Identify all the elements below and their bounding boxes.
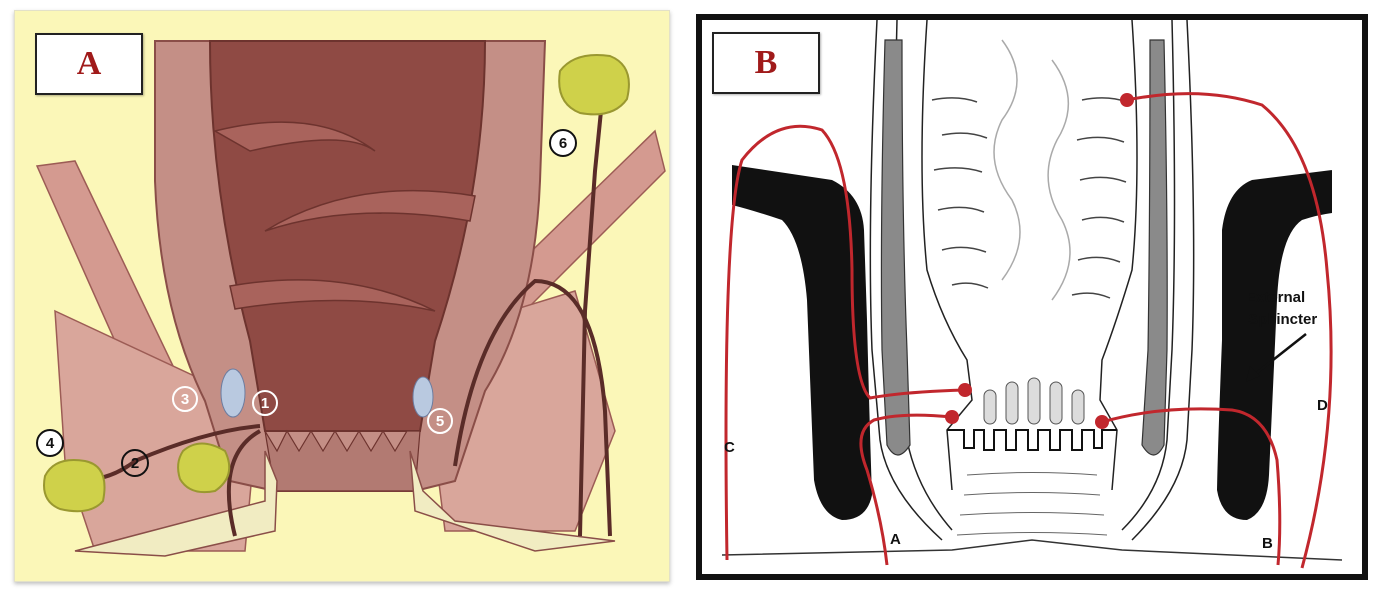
abscess-6 bbox=[558, 54, 630, 116]
anoderm-lines bbox=[956, 472, 1108, 536]
rectal-fold-middle bbox=[264, 189, 476, 232]
svg-text:4: 4 bbox=[46, 435, 55, 452]
marker-2: 2 bbox=[121, 449, 149, 477]
annotation-arrow bbox=[1253, 333, 1307, 376]
external-sphincter-left bbox=[732, 165, 872, 520]
internal-sphincter-right bbox=[1141, 39, 1168, 456]
svg-text:2: 2 bbox=[131, 455, 139, 472]
annotation-line-1: External bbox=[1246, 289, 1305, 306]
svg-text:5: 5 bbox=[436, 413, 444, 430]
anal-columns bbox=[264, 429, 421, 492]
skin-line bbox=[721, 539, 1343, 561]
marker-6: 6 bbox=[549, 129, 577, 157]
tract-label-d: D bbox=[1317, 397, 1328, 414]
panel-a-label: A bbox=[35, 33, 143, 95]
fistula-classification-diagram: A B C D External Sphincter bbox=[721, 20, 1343, 569]
tract-b bbox=[1101, 407, 1282, 566]
marker-1: 1 bbox=[252, 390, 278, 416]
rectal-fold-upper bbox=[213, 121, 376, 152]
anal-columns bbox=[983, 377, 1085, 425]
lumen-wave-right bbox=[1047, 59, 1071, 301]
internal-sphincter-left bbox=[880, 39, 911, 456]
tract-suprasphincteric bbox=[453, 278, 612, 537]
panel-a: 1 2 3 4 5 6 A bbox=[14, 10, 670, 582]
panel-b-label: B bbox=[712, 32, 820, 94]
anal-gland-left bbox=[220, 368, 246, 418]
perianal-skin-left bbox=[74, 450, 278, 557]
abscess-2 bbox=[177, 442, 231, 494]
anorectal-anatomy-illustration: 1 2 3 4 5 6 bbox=[35, 40, 666, 557]
marker-4: 4 bbox=[36, 429, 64, 457]
annotation-line-2: Sphincter bbox=[1248, 311, 1317, 328]
marker-5: 5 bbox=[427, 408, 453, 434]
right-mucosa bbox=[1099, 20, 1138, 491]
dentate-line bbox=[947, 429, 1117, 451]
tract-c bbox=[724, 124, 965, 561]
panel-b: A B C D External Sphincter B bbox=[696, 14, 1368, 580]
internal-openings bbox=[945, 93, 1134, 429]
anal-gland-right bbox=[412, 376, 434, 418]
perianal-skin-right bbox=[409, 450, 616, 552]
external-sphincter-right bbox=[1217, 150, 1332, 520]
right-wall-outer bbox=[1131, 20, 1195, 541]
tract-label-b: B bbox=[1262, 535, 1273, 552]
marker-3: 3 bbox=[172, 386, 198, 412]
svg-text:3: 3 bbox=[181, 391, 189, 408]
lumen-wave-left bbox=[993, 39, 1021, 281]
svg-text:1: 1 bbox=[261, 395, 269, 412]
tract-label-c: C bbox=[724, 439, 735, 456]
fistula-tracts bbox=[724, 92, 1333, 569]
abscess-4 bbox=[43, 459, 106, 513]
tract-transsphincteric bbox=[226, 429, 261, 537]
annotation-arrowhead bbox=[1246, 366, 1260, 382]
svg-text:6: 6 bbox=[559, 135, 567, 152]
left-wall-outer bbox=[869, 20, 943, 541]
tract-extrasphincteric bbox=[578, 100, 604, 537]
rectal-fold-lower bbox=[229, 279, 436, 312]
right-wall-mid bbox=[1121, 20, 1176, 531]
mucosal-folds bbox=[931, 97, 1128, 299]
tract-d bbox=[1126, 92, 1333, 569]
tract-label-a: A bbox=[890, 531, 901, 548]
left-mucosa bbox=[921, 20, 973, 491]
tract-a bbox=[859, 413, 953, 566]
